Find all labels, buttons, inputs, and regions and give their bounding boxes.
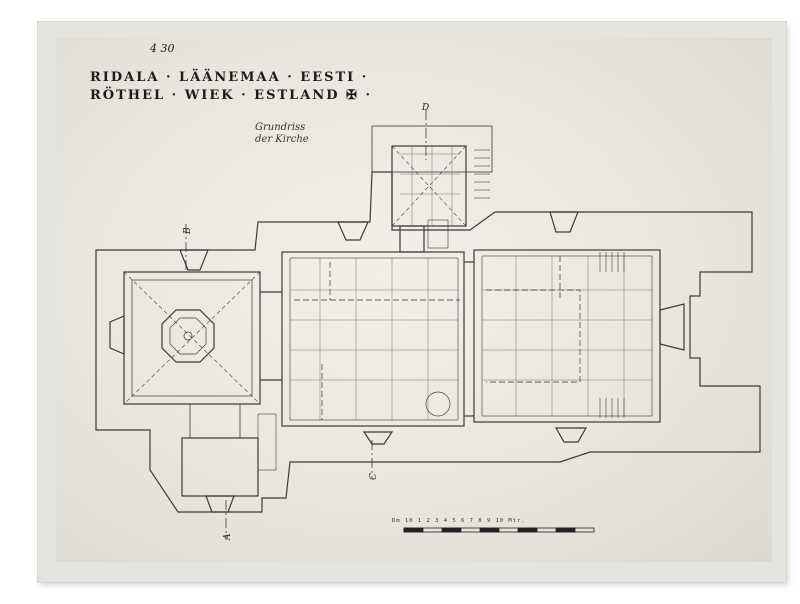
chancel (473, 249, 661, 423)
tower-octagon (161, 309, 215, 363)
section-mark-c: C (369, 473, 379, 480)
section-mark-b: B (183, 227, 193, 235)
spiral-stair (425, 391, 451, 417)
title-line-1: RIDALA · LÄÄNEMAA · EESTI · (90, 70, 369, 85)
section-mark-a: A (223, 533, 233, 541)
scale-label: Dm 10 1 2 3 4 5 6 7 8 9 10 Mtr. (392, 518, 526, 524)
north-porch (391, 145, 467, 227)
scale-bar (403, 527, 595, 533)
section-mark-d: D (421, 103, 429, 113)
plan-caption: Grundriss der Kirche (255, 122, 309, 145)
sheet-number: 4 30 (150, 42, 175, 55)
title-line-2: RÖTHEL · WIEK · ESTLAND ✠ · (90, 88, 373, 103)
nave (281, 251, 465, 427)
south-sacristy (181, 437, 259, 497)
